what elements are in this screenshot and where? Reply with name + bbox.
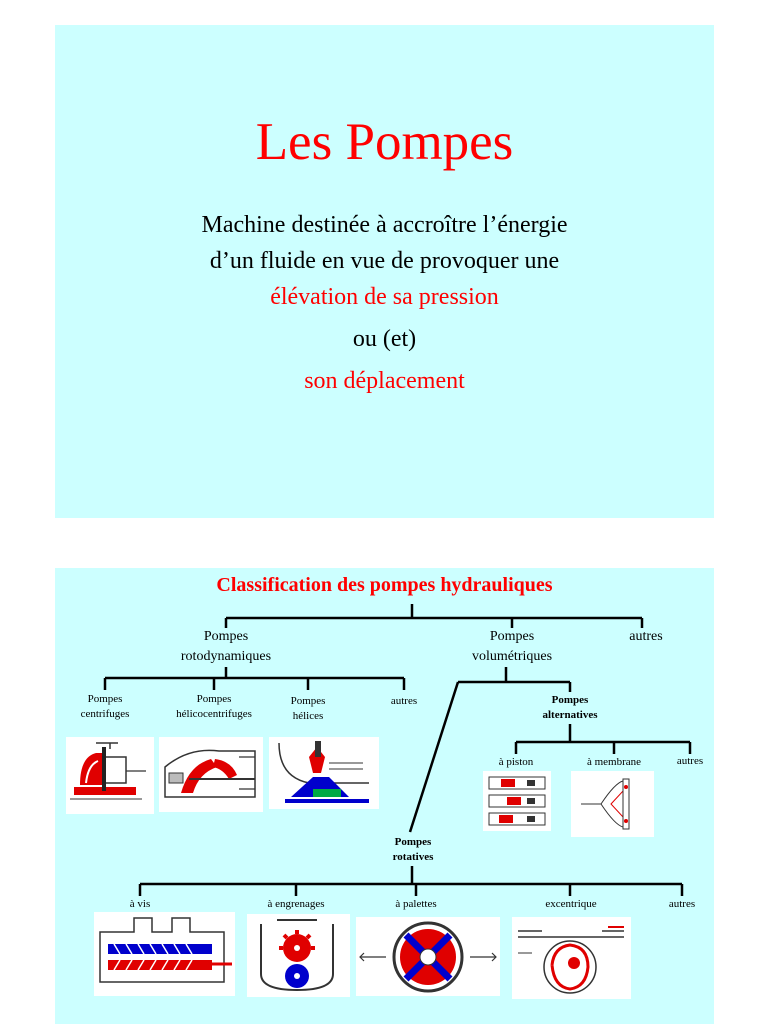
node-a-piston: à piston	[498, 756, 534, 768]
helicocentrifugal-pump-illustration	[159, 737, 263, 812]
centrifugal-pump-illustration	[66, 737, 154, 814]
definition-line-3: élévation de sa pression	[270, 284, 499, 310]
node-excentrique: excentrique	[545, 898, 597, 910]
screw-pump-illustration	[94, 912, 235, 996]
membrane-pump-illustration	[571, 771, 654, 837]
helix-pump-illustration	[269, 737, 379, 809]
gear-pump-illustration	[247, 914, 350, 997]
node-autres-alternatives: autres	[676, 755, 704, 767]
definition-line-4: ou (et)	[352, 326, 417, 352]
piston-pump-illustration	[483, 771, 551, 831]
eccentric-pump-illustration	[512, 917, 631, 999]
slide-title: Les Pompes	[255, 113, 514, 171]
vane-pump-illustration	[356, 917, 500, 996]
definition-line-1: Machine destinée à accroître l’énergie	[201, 212, 568, 238]
node-a-membrane: à membrane	[586, 756, 642, 768]
definition-line-5: son déplacement	[304, 368, 465, 394]
classification-title: Classification des pompes hydrauliques	[216, 574, 553, 596]
node-autres-rotatives: autres	[668, 898, 696, 910]
node-a-vis: à vis	[129, 898, 151, 910]
definition-line-2: d’un fluide en vue de provoquer une	[209, 248, 560, 274]
title-slide: Les Pompes Machine destinée à accroître …	[55, 25, 714, 518]
node-autres-top: autres	[629, 629, 663, 644]
node-autres-roto: autres	[390, 695, 418, 707]
node-a-engrenages: à engrenages	[267, 898, 325, 910]
node-a-palettes: à palettes	[395, 898, 437, 910]
